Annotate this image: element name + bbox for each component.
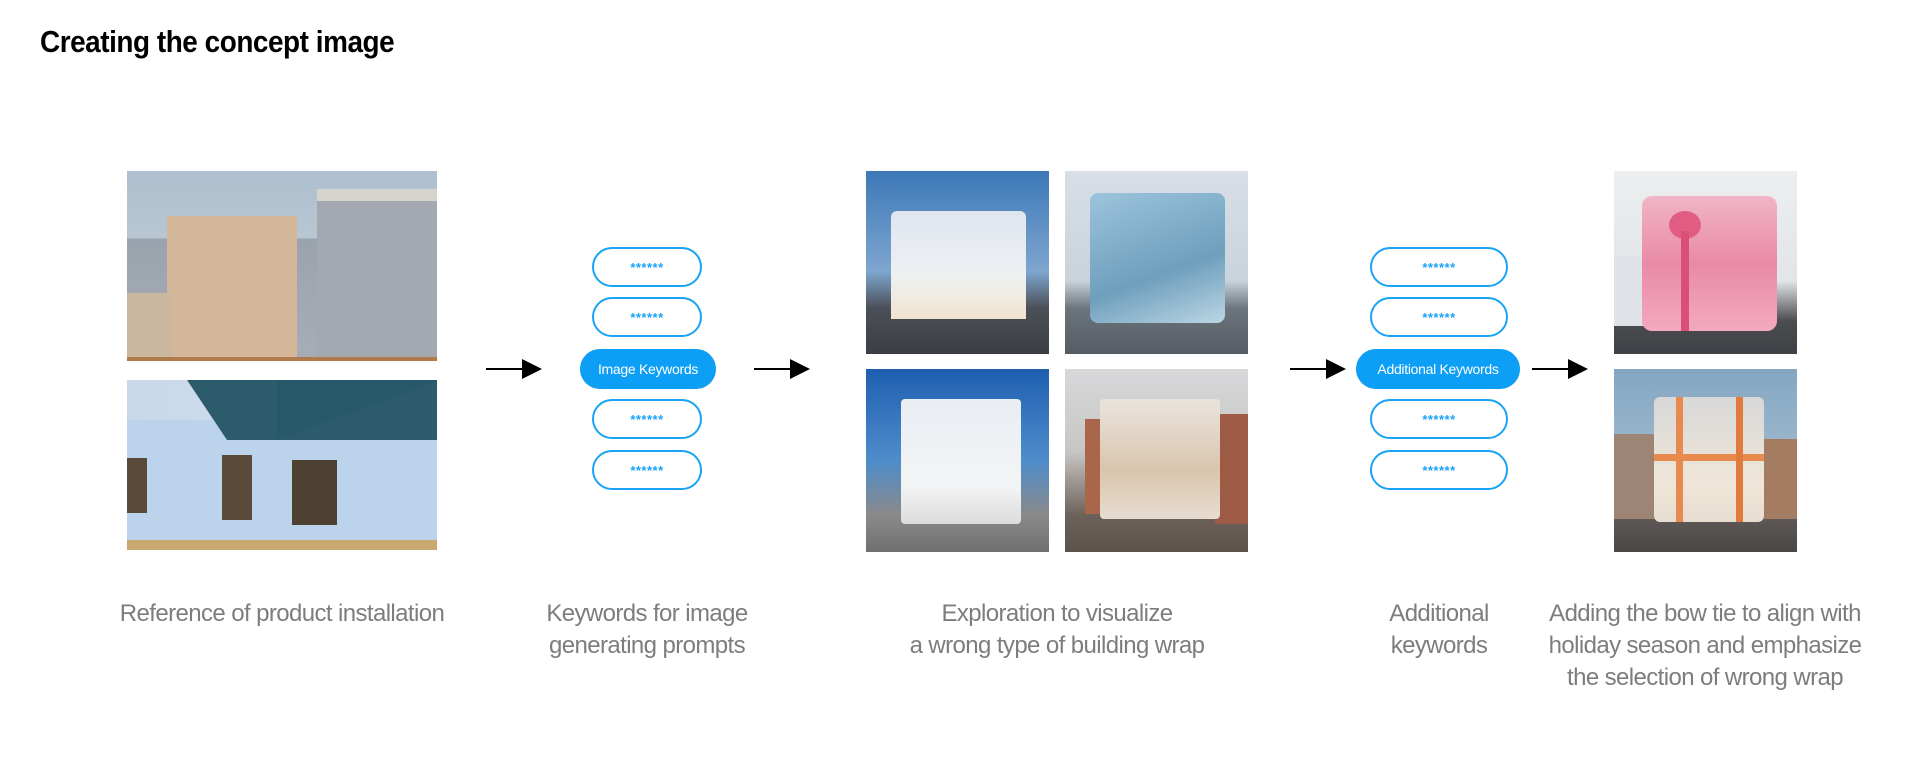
arrow-right-icon	[1532, 359, 1588, 379]
exploration-image-white-wrap	[866, 171, 1049, 354]
exploration-image-blue-wrap	[1065, 171, 1248, 354]
keyword-pill: ******	[592, 450, 702, 490]
image-keywords-pill: Image Keywords	[580, 349, 716, 389]
keyword-pill: ******	[1370, 450, 1508, 490]
keyword-pill: ******	[1370, 297, 1508, 337]
keyword-pill: ******	[592, 297, 702, 337]
caption-additional-keywords: Additional keywords	[1339, 598, 1539, 662]
keyword-pill: ******	[592, 399, 702, 439]
reference-image-house	[127, 380, 437, 550]
caption-line: Exploration to visualize	[941, 600, 1173, 627]
reference-image-apartment	[127, 171, 437, 361]
arrow-right-icon	[754, 359, 810, 379]
caption-reference: Reference of product installation	[82, 598, 482, 630]
caption-line: Adding the bow tie to align with	[1549, 600, 1861, 627]
caption-line: generating prompts	[549, 632, 746, 659]
caption-line: keywords	[1390, 632, 1488, 659]
keyword-pill: ******	[1370, 399, 1508, 439]
caption-line: Additional	[1389, 600, 1489, 627]
caption-line: the selection of wrong wrap	[1567, 664, 1844, 691]
caption-bow-tie: Adding the bow tie to align with holiday…	[1525, 598, 1885, 694]
caption-line: Reference of product installation	[119, 600, 445, 627]
caption-line: holiday season and emphasize	[1548, 632, 1862, 659]
page-title: Creating the concept image	[40, 24, 395, 59]
caption-keywords: Keywords for image generating prompts	[497, 598, 797, 662]
arrow-right-icon	[1290, 359, 1346, 379]
final-image-orange-ribbon	[1614, 369, 1797, 552]
caption-line: Keywords for image	[546, 600, 748, 627]
exploration-image-victorian-house	[1065, 369, 1248, 552]
additional-keywords-pill: Additional Keywords	[1356, 349, 1520, 389]
arrow-right-icon	[486, 359, 542, 379]
keyword-pill: ******	[592, 247, 702, 287]
exploration-image-draped-sheet	[866, 369, 1049, 552]
caption-line: a wrong type of building wrap	[909, 632, 1205, 659]
keyword-pill: ******	[1370, 247, 1508, 287]
caption-exploration: Exploration to visualize a wrong type of…	[857, 598, 1257, 662]
final-image-pink-bow	[1614, 171, 1797, 354]
